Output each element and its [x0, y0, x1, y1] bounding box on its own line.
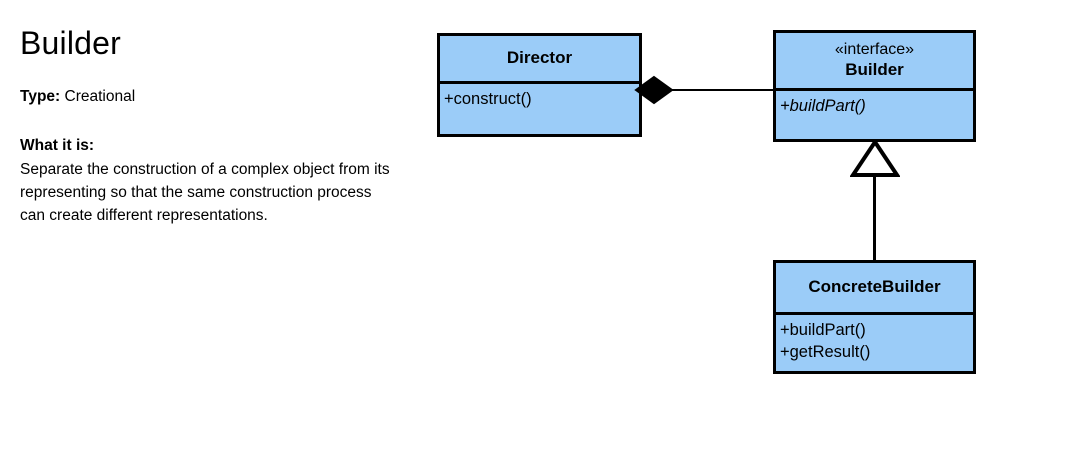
hollow-triangle-icon: [850, 140, 900, 177]
uml-members-concretebuilder: +buildPart() +getResult(): [776, 315, 973, 371]
generalization-connector-line: [873, 172, 876, 262]
pattern-type-row: Type: Creational: [20, 87, 410, 108]
filled-diamond-icon: [634, 75, 674, 105]
uml-class-header-concretebuilder: ConcreteBuilder: [776, 263, 973, 315]
uml-members-builder: +buildPart(): [776, 91, 973, 139]
uml-class-name-builder: Builder: [845, 59, 904, 79]
what-it-is-heading: What it is:: [20, 137, 95, 155]
page-title: Builder: [20, 25, 122, 61]
uml-class-name-concretebuilder: ConcreteBuilder: [808, 277, 941, 297]
uml-class-name-director: Director: [506, 48, 573, 68]
uml-members-director: +construct(): [440, 84, 639, 134]
pattern-info-panel: Builder Type: Creational What it is: Sep…: [20, 25, 410, 227]
pattern-type-label: Type:: [20, 88, 61, 106]
uml-member-buildpart-abstract: +buildPart(): [780, 97, 866, 115]
uml-class-concretebuilder[interactable]: ConcreteBuilder +buildPart() +getResult(…: [773, 260, 976, 374]
what-it-is-description: Separate the construction of a complex o…: [20, 161, 390, 224]
uml-class-director[interactable]: Director +construct(): [437, 33, 642, 137]
composition-connector-line: [668, 89, 774, 91]
uml-member-construct: +construct(): [444, 90, 532, 108]
uml-member-getresult: +getResult(): [780, 342, 871, 361]
uml-member-buildpart: +buildPart(): [780, 321, 866, 339]
uml-class-builder[interactable]: «interface» Builder +buildPart(): [773, 30, 976, 142]
uml-stereotype-interface: «interface»: [834, 40, 915, 58]
pattern-type-value: Creational: [64, 88, 136, 106]
uml-class-header-director: Director: [440, 36, 639, 84]
uml-class-header-builder: «interface» Builder: [776, 33, 973, 91]
